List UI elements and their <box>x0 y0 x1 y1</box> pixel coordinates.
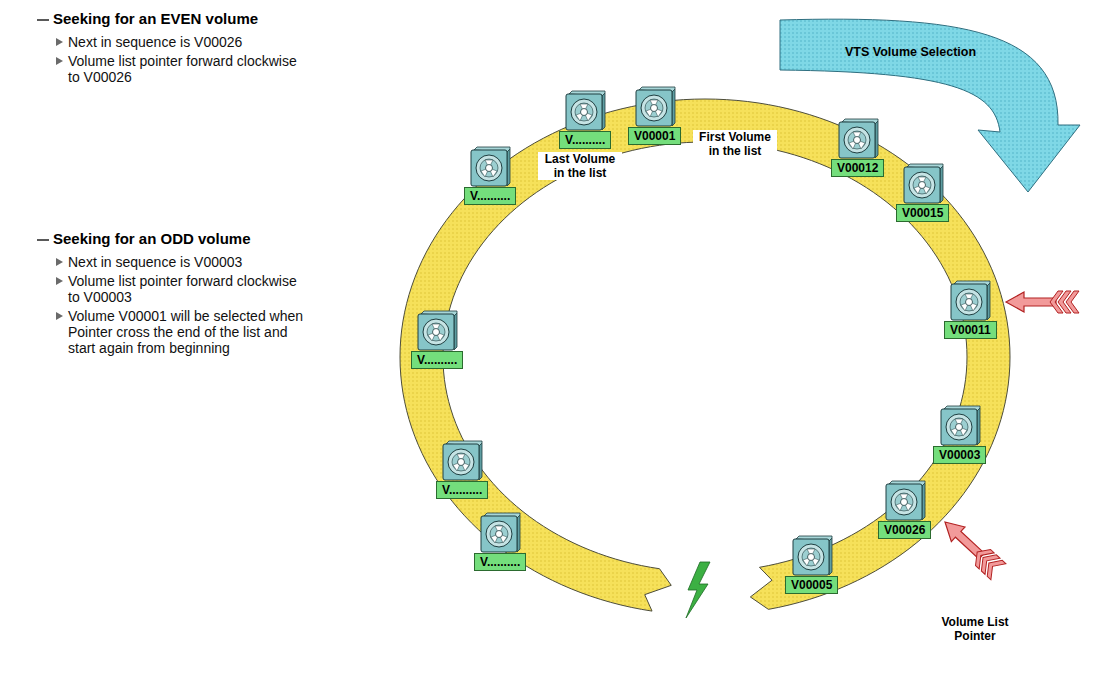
cartridge-icon <box>839 119 878 158</box>
volume-serial: V00012 <box>837 161 878 175</box>
bullet-text: Volume list pointer forward clockwise to… <box>68 53 308 85</box>
volume-label: V.......... <box>474 553 526 571</box>
volume-serial: V00001 <box>634 129 675 143</box>
bullet-text: Next in sequence is V00026 <box>68 34 308 50</box>
volume-serial: V.......... <box>442 483 482 497</box>
volume-label: V00005 <box>785 576 838 594</box>
pointer-arrow <box>1006 291 1079 313</box>
section-heading: Seeking for an ODD volume <box>53 230 308 248</box>
volume-serial: V00005 <box>791 578 832 592</box>
volume-label: V.......... <box>464 187 516 205</box>
pointer-arrow <box>937 514 1005 580</box>
volume-serial: V00003 <box>939 448 980 462</box>
volume-label: V00001 <box>628 127 681 145</box>
cartridge-icon <box>904 164 943 203</box>
volume-serial: V00011 <box>950 323 991 337</box>
volume-serial: V.......... <box>565 133 605 147</box>
volume-serial: V.......... <box>480 555 520 569</box>
volume-serial: V.......... <box>470 189 510 203</box>
cartridge-icon <box>886 481 925 520</box>
cartridge-icon <box>951 281 990 320</box>
cartridge-icon <box>418 311 457 350</box>
cartridge-icon <box>481 513 520 552</box>
volume-label: V00015 <box>896 204 949 222</box>
callout-text: Volume List Pointer <box>933 615 1017 643</box>
volume-label: V00026 <box>878 521 931 539</box>
callout-text: First Volume in the list <box>693 130 777 158</box>
volume-serial: V00015 <box>902 206 943 220</box>
cartridge-icon <box>636 87 675 126</box>
volume-serial: V.......... <box>417 353 457 367</box>
volume-label: V.......... <box>559 131 611 149</box>
volume-label: V.......... <box>436 481 488 499</box>
section-heading: Seeking for an EVEN volume <box>53 10 308 28</box>
tape-cartridges <box>418 87 990 575</box>
bullet-text: Volume V00001 will be selected when Poin… <box>68 308 308 356</box>
arrow-caption: VTS Volume Selection <box>845 45 976 59</box>
cartridge-icon <box>471 147 510 186</box>
volume-label: V.......... <box>411 351 463 369</box>
cartridge-icon <box>941 406 980 445</box>
cartridge-icon <box>566 91 605 130</box>
volume-list-ring <box>400 99 1010 611</box>
list-break-bolt <box>686 562 710 618</box>
volume-label: V00012 <box>831 159 884 177</box>
bullet-text: Volume list pointer forward clockwise to… <box>68 273 308 305</box>
bullet-text: Next in sequence is V00003 <box>68 254 308 270</box>
volume-label: V00011 <box>944 321 997 339</box>
cartridge-icon <box>793 536 832 575</box>
volume-serial: V00026 <box>884 523 925 537</box>
cartridge-icon <box>443 441 482 480</box>
callout-text: Last Volume in the list <box>538 152 622 180</box>
volume-label: V00003 <box>933 446 986 464</box>
